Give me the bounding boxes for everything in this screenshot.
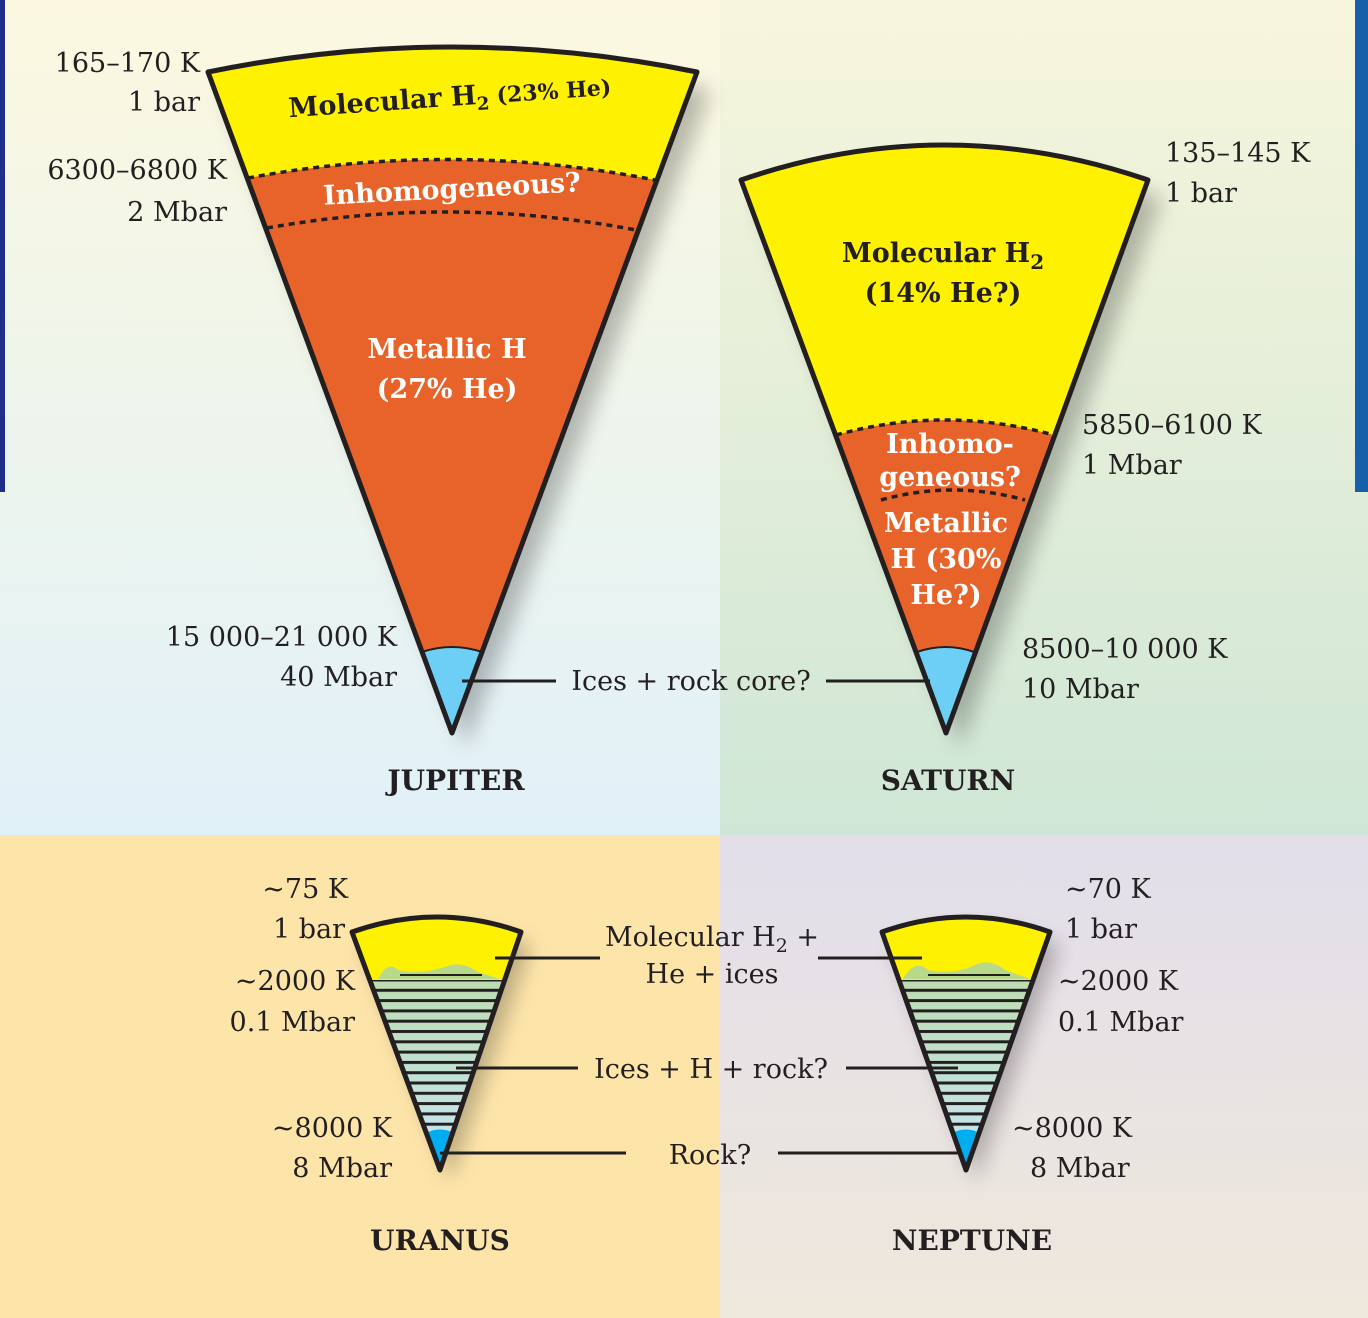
left-edge-bar (0, 0, 5, 492)
neptune-panel (720, 835, 1368, 1318)
saturn-mid-temp: 5850–6100 K (1082, 410, 1263, 441)
saturn-name: SATURN (881, 764, 1016, 797)
jupiter-core-pressure: 40 Mbar (280, 662, 397, 693)
jupiter-top-temp: 165–170 K (55, 48, 201, 79)
neptune-mid-temp: ~2000 K (1058, 966, 1179, 997)
saturn-top-pressure: 1 bar (1165, 178, 1237, 209)
uranus-top-temp: ~75 K (262, 874, 349, 905)
jupiter-layer3-label: Metallic H (367, 334, 526, 365)
ice-giant-core-label: Rock? (669, 1140, 752, 1171)
saturn-layer1-label-2: (14% He?) (865, 278, 1022, 309)
saturn-top-temp: 135–145 K (1165, 138, 1311, 169)
uranus-mid-temp: ~2000 K (235, 966, 356, 997)
saturn-wedge (738, 142, 1162, 748)
ice-giant-layer1-label-2: He + ices (646, 959, 779, 990)
uranus-top-pressure: 1 bar (273, 914, 345, 945)
saturn-layer3-label: Metallic (884, 508, 1008, 539)
jupiter-mid-temp: 6300–6800 K (47, 155, 228, 186)
saturn-core-pressure: 10 Mbar (1022, 674, 1139, 705)
uranus-mid-pressure: 0.1 Mbar (230, 1007, 356, 1038)
jupiter-mid-pressure: 2 Mbar (127, 197, 227, 228)
ice-giant-layer1-label: Molecular H2 + (605, 922, 819, 957)
jupiter-layer3-label-2: (27% He) (377, 374, 518, 405)
jupiter-top-pressure: 1 bar (128, 87, 200, 118)
neptune-core-temp: ~8000 K (1012, 1113, 1133, 1144)
neptune-mid-pressure: 0.1 Mbar (1058, 1007, 1184, 1038)
uranus-name: URANUS (370, 1224, 510, 1257)
core-label: Ices + rock core? (571, 666, 810, 697)
neptune-name: NEPTUNE (892, 1224, 1052, 1257)
neptune-top-temp: ~70 K (1065, 874, 1152, 905)
neptune-core-pressure: 8 Mbar (1030, 1153, 1130, 1184)
saturn-layer2-label: Inhomo- (886, 429, 1014, 460)
uranus-core-temp: ~8000 K (272, 1113, 393, 1144)
saturn-layer3-label-2: H (30% (891, 544, 1002, 575)
saturn-layer3-label-3: He?) (910, 580, 981, 611)
saturn-layer2-label-2: geneous? (879, 462, 1021, 493)
jupiter-core-temp: 15 000–21 000 K (166, 622, 398, 653)
saturn-layer1-label: Molecular H2 (842, 238, 1044, 274)
ice-giant-layer2-label: Ices + H + rock? (594, 1054, 828, 1085)
uranus-panel (0, 835, 720, 1318)
saturn-core-temp: 8500–10 000 K (1022, 634, 1228, 665)
jupiter-name: JUPITER (384, 764, 525, 797)
neptune-top-pressure: 1 bar (1065, 914, 1137, 945)
jupiter-wedge (205, 44, 711, 748)
uranus-core-pressure: 8 Mbar (292, 1153, 392, 1184)
saturn-mid-pressure: 1 Mbar (1082, 450, 1182, 481)
right-edge-bar (1355, 0, 1368, 492)
